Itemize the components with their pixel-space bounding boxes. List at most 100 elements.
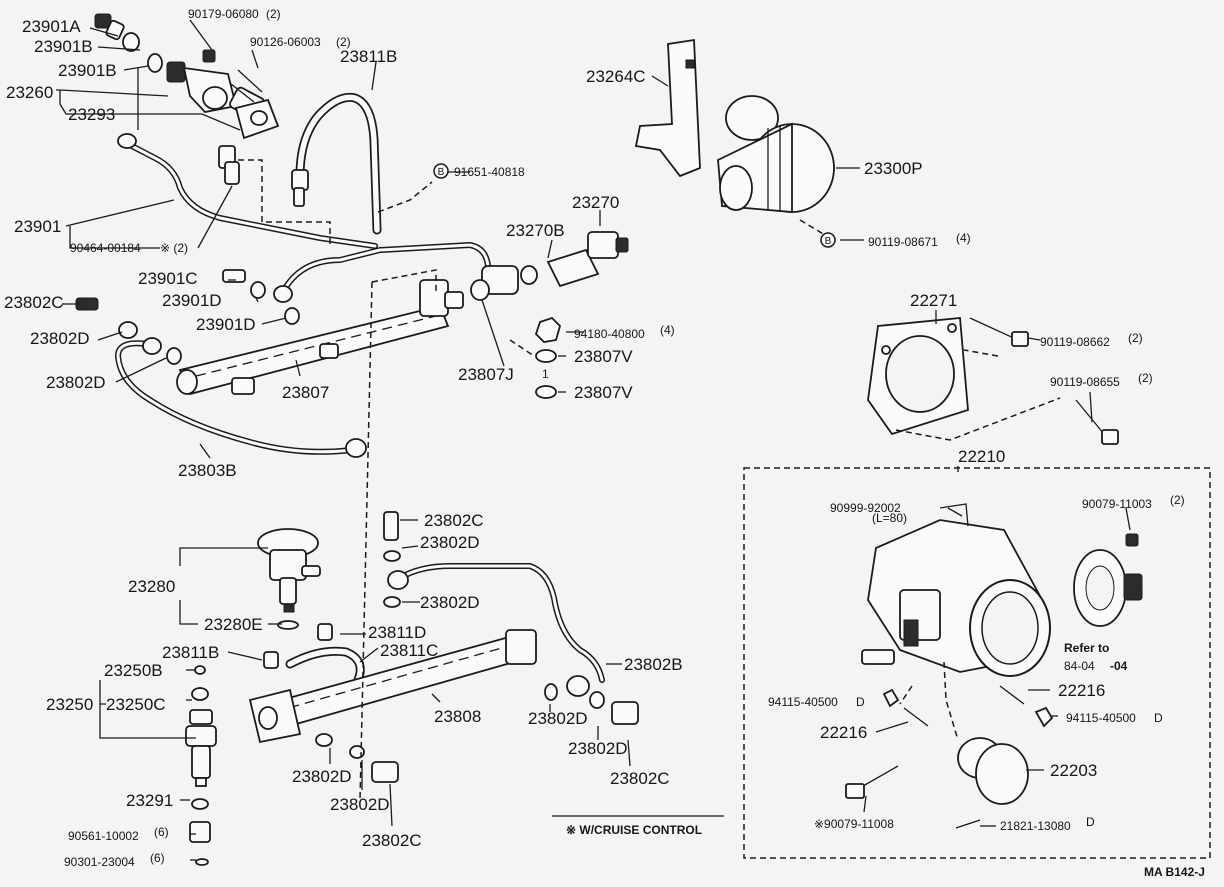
injector-23250 xyxy=(185,665,217,866)
label-23807J: 23807J xyxy=(458,365,514,384)
spacers-23807V xyxy=(534,316,562,399)
label-23802D: 23802D xyxy=(330,795,390,814)
label-qty: (4) xyxy=(956,231,971,245)
label-23811B: 23811B xyxy=(340,47,397,66)
label-94115-40500: 94115-40500 xyxy=(768,695,838,709)
label-23802D: 23802D xyxy=(46,373,106,392)
label-91651-40818: 91651-40818 xyxy=(454,165,525,179)
dashed-assembly-lines xyxy=(238,159,1061,801)
leader-lines xyxy=(56,19,1131,861)
label-23802C: 23802C xyxy=(4,293,64,312)
delivery-pipe-23807 xyxy=(176,279,464,396)
label-23901D: 23901D xyxy=(162,291,222,310)
label-23270: 23270 xyxy=(572,193,619,212)
bolt-marker-90119: B xyxy=(820,232,836,248)
label-90119-08655: 90119-08655 xyxy=(1050,375,1120,389)
delivery-pipe-23808 xyxy=(248,629,537,744)
fuel-pipe-23803B xyxy=(75,297,367,458)
label-23802D: 23802D xyxy=(30,329,90,348)
label-23803B: 23803B xyxy=(178,461,237,480)
label-23280E: 23280E xyxy=(204,615,263,634)
bolt-marker-91651: B xyxy=(433,163,449,179)
label-23802B: 23802B xyxy=(624,655,683,674)
label-23293: 23293 xyxy=(68,105,115,124)
label-23270B: 23270B xyxy=(506,221,565,240)
label-23901A: 23901A xyxy=(22,17,81,36)
label-23901C: 23901C xyxy=(138,269,198,288)
label-23811D: 23811D xyxy=(368,623,426,642)
label-23250C: 23250C xyxy=(106,695,166,714)
label-suffix: D xyxy=(1154,711,1163,725)
label-90999-92002: 90999-92002 xyxy=(830,501,901,515)
label-23807V: 23807V xyxy=(574,347,633,366)
union-bolts-lower xyxy=(315,511,639,783)
footnote-cruise-control: ※ W/CRUISE CONTROL xyxy=(566,823,702,837)
label-23901B: 23901B xyxy=(58,61,117,80)
label-90179-06080: 90179-06080 xyxy=(188,7,259,21)
label-23807V-qty: 1 xyxy=(542,367,549,381)
label-23802C: 23802C xyxy=(424,511,484,530)
label-23807: 23807 xyxy=(282,383,329,402)
label-23802D: 23802D xyxy=(420,533,480,552)
pressure-sender-23270 xyxy=(470,231,629,301)
label-qty: (2) xyxy=(266,7,281,21)
label-23300P: 23300P xyxy=(864,159,923,178)
throttle-body-22210 xyxy=(845,503,1143,829)
group-box-22210 xyxy=(743,467,1211,859)
label-23250: 23250 xyxy=(46,695,93,714)
label-qty: ※ (2) xyxy=(160,241,188,255)
label-94115-40500: 94115-40500 xyxy=(1066,711,1136,725)
gasket-22271 xyxy=(867,317,969,436)
label-23811C: 23811C xyxy=(380,641,438,660)
label-23264C: 23264C xyxy=(586,67,646,86)
label-90464-00184: 90464-00184 xyxy=(70,241,141,255)
label-22210: 22210 xyxy=(958,447,1005,466)
label-22216: 22216 xyxy=(1058,681,1105,700)
label-qty: (2) xyxy=(1128,331,1143,345)
label-23802D: 23802D xyxy=(420,593,480,612)
label-90301-23004: 90301-23004 xyxy=(64,855,135,869)
label-90561-10002: 90561-10002 xyxy=(68,829,139,843)
label-23901: 23901 xyxy=(14,217,61,236)
label-90119-08671: 90119-08671 xyxy=(868,235,938,249)
label-23802D: 23802D xyxy=(292,767,352,786)
figure-code: MA B142-J xyxy=(1144,865,1205,879)
label-23802C: 23802C xyxy=(610,769,670,788)
label-23811B: 23811B xyxy=(162,643,219,662)
label-qty: (4) xyxy=(660,323,675,337)
label-23291: 23291 xyxy=(126,791,173,810)
label-94180-40800: 94180-40800 xyxy=(574,327,645,341)
note-ref-section: 84-04 xyxy=(1064,659,1095,673)
label-qty: (6) xyxy=(150,851,165,865)
label-qty: (2) xyxy=(336,35,351,49)
fuel-pipe-23901 xyxy=(117,133,378,249)
fuel-hoses-lower xyxy=(263,623,365,685)
label-qty: (2) xyxy=(1170,493,1185,507)
pressure-regulator-23280 xyxy=(257,528,321,630)
label-23250B: 23250B xyxy=(104,661,163,680)
fuel-pipe-connector xyxy=(222,242,491,325)
fuel-pipe-23802B xyxy=(387,563,605,697)
label-qty: (2) xyxy=(1138,371,1153,385)
label-length: (L=80) xyxy=(872,511,907,525)
label-23807V: 23807V xyxy=(574,383,633,402)
note-refer-to: Refer to xyxy=(1064,641,1109,655)
label-90079-11003: 90079-11003 xyxy=(1082,497,1152,511)
label-22271: 22271 xyxy=(910,291,957,310)
label-23808: 23808 xyxy=(434,707,481,726)
fuel-hose-23811B xyxy=(291,92,382,235)
label-23802D: 23802D xyxy=(528,709,588,728)
label-23901B: 23901B xyxy=(34,37,93,56)
label-23280: 23280 xyxy=(128,577,175,596)
label-22216: 22216 xyxy=(820,723,867,742)
label-qty: (6) xyxy=(154,825,169,839)
label-23802C: 23802C xyxy=(362,831,422,850)
bolt-marker-letter: B xyxy=(438,167,445,178)
label-suffix: D xyxy=(1086,815,1095,829)
bolt-marker-letter: B xyxy=(825,236,832,247)
label-23802D: 23802D xyxy=(568,739,628,758)
label-suffix: D xyxy=(856,695,865,709)
bolts-throttle-body xyxy=(969,317,1119,445)
